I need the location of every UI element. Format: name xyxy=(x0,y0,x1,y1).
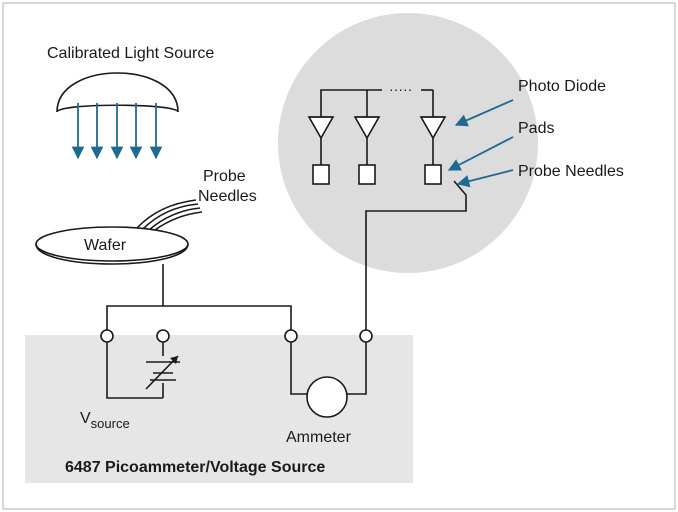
light-source-label: Calibrated Light Source xyxy=(47,45,214,62)
wafer-label: Wafer xyxy=(84,237,127,254)
probe-needles-right-label: Probe Needles xyxy=(518,163,624,180)
ammeter-icon xyxy=(306,376,348,418)
pads-label: Pads xyxy=(518,120,554,137)
instrument-label: 6487 Picoammeter/Voltage Source xyxy=(65,459,325,476)
photodiode-array xyxy=(307,89,447,185)
photodiode-2 xyxy=(353,116,381,140)
probe-needles-icon xyxy=(136,199,203,231)
pad-1 xyxy=(312,164,330,185)
light-rays xyxy=(71,103,163,160)
ammeter-label: Ammeter xyxy=(286,429,352,446)
photodiode-3 xyxy=(419,116,447,140)
instrument-panel xyxy=(25,335,413,483)
vsource-label: Vsource xyxy=(80,410,130,431)
ellipsis-dots: ····· xyxy=(389,81,412,97)
probe-needles-label-line1: Probe xyxy=(203,168,246,185)
photodiode-1 xyxy=(307,116,335,140)
pad-3 xyxy=(424,164,442,185)
variable-voltage-source-icon xyxy=(145,355,180,390)
pad-2 xyxy=(358,164,376,185)
wafer-icon xyxy=(35,226,189,265)
terminal-connectors xyxy=(100,329,373,343)
callout-arrows xyxy=(447,99,514,188)
zoom-circle xyxy=(278,13,538,273)
circuit-wiring xyxy=(106,180,467,399)
probe-needles-label-line2: Needles xyxy=(198,188,257,205)
photo-diode-label: Photo Diode xyxy=(518,78,606,95)
